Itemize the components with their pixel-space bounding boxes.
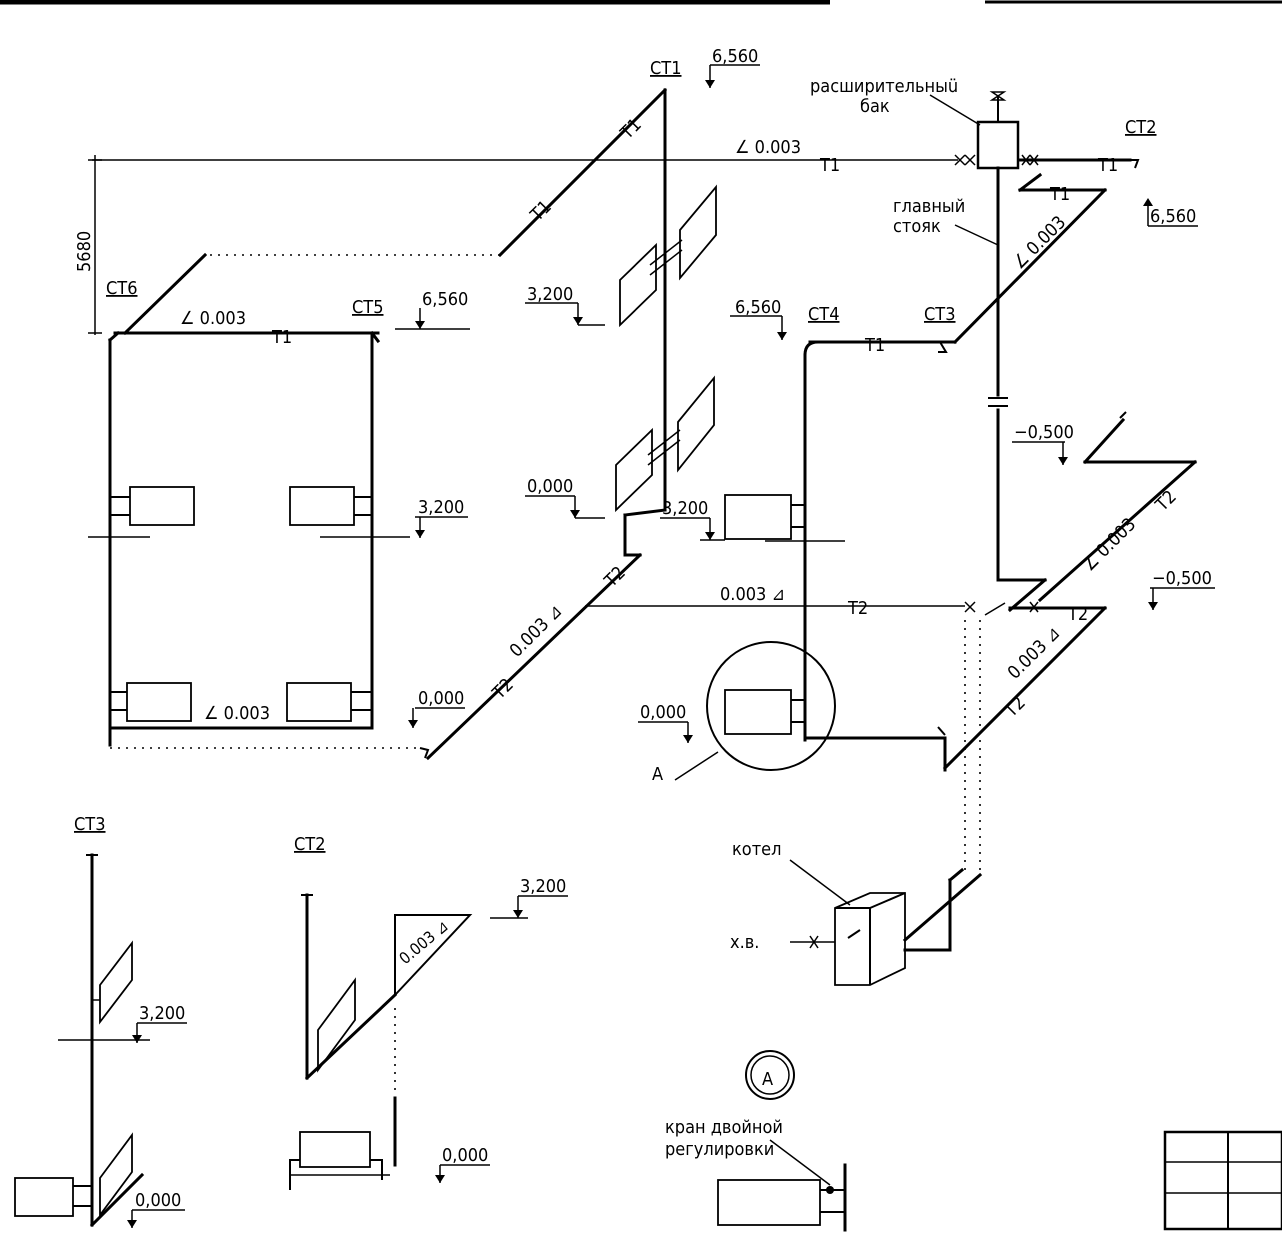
slope-label: ∠ 0.003: [180, 308, 246, 329]
t1-label: Т1: [1049, 184, 1070, 205]
elevation-3200: 3,200: [418, 497, 464, 518]
detail-st2-label: СТ2: [294, 834, 326, 855]
riser-st6-label: СТ6: [106, 278, 138, 299]
detail-st3-label: СТ3: [74, 814, 106, 835]
slope-label: 0.003 ⊿: [1004, 623, 1065, 684]
t1-label: Т1: [819, 155, 840, 176]
elevation-3200: 3,200: [520, 876, 566, 897]
callout-a-label: А: [652, 764, 663, 785]
t2-label: Т2: [488, 674, 518, 704]
riser-st4: [674, 340, 845, 781]
t1-label: Т1: [616, 114, 646, 144]
supply-main-t1: [92, 87, 1140, 353]
elevation-0000: 0,000: [640, 702, 686, 723]
dimension-5680: 5680: [74, 155, 102, 335]
elevation-minus-0500: −0,500: [1014, 422, 1074, 443]
valve-label: кран двойной: [665, 1117, 783, 1138]
t2-label: Т2: [847, 598, 868, 619]
riser-st1: [615, 88, 717, 557]
expansion-tank: [929, 91, 1039, 170]
elevation-6560: 6,560: [422, 289, 468, 310]
t1-label: Т1: [271, 327, 292, 348]
riser-st5-label: СТ5: [352, 297, 384, 318]
expansion-tank-label: расширительныü: [810, 76, 958, 97]
elevation-0000: 0,000: [135, 1190, 181, 1211]
elevation-3200: 3,200: [662, 498, 708, 519]
t1-label: Т1: [864, 335, 885, 356]
elevation-marks: [127, 64, 1215, 1228]
detail-a-marker: А: [762, 1069, 773, 1090]
riser-st3-label: СТ3: [924, 304, 956, 325]
detail-st2: [289, 893, 473, 1190]
elevation-6560: 6,560: [712, 46, 758, 67]
detail-st3: [14, 853, 150, 1228]
slope-label: 0.003 ⊿: [720, 584, 785, 605]
main-riser-label: главный: [893, 196, 965, 217]
boiler-label: котел: [732, 839, 781, 860]
elevation-6560: 6,560: [735, 297, 781, 318]
t1-label: Т1: [1097, 155, 1118, 176]
t2-label: Т2: [1000, 692, 1030, 722]
t2-label: Т2: [1151, 486, 1181, 516]
elevation-3200: 3,200: [139, 1003, 185, 1024]
detail-a: [717, 1050, 847, 1232]
dim-label-5680: 5680: [74, 231, 95, 272]
t1-label: Т1: [526, 196, 556, 226]
elevation-minus-0500: −0,500: [1152, 568, 1212, 589]
t2-label: Т2: [1067, 604, 1088, 625]
slope-label: ∠ 0.003: [204, 703, 270, 724]
slope-label: ∠ 0.003: [735, 137, 801, 158]
riser-st2-label: СТ2: [1125, 117, 1157, 138]
boiler: [789, 859, 983, 986]
cold-water-label: х.в.: [730, 932, 759, 953]
elevation-6560: 6,560: [1150, 206, 1196, 227]
slope-label: ∠ 0.003: [1079, 514, 1141, 576]
expansion-tank-label: бак: [860, 96, 890, 117]
elevation-0000: 0,000: [418, 688, 464, 709]
riser-st4-label: СТ4: [808, 304, 840, 325]
return-main-t2: [425, 411, 1198, 875]
title-block: [1163, 1130, 1282, 1231]
elevation-0000: 0,000: [527, 476, 573, 497]
risers-st6-st5: [88, 330, 430, 759]
main-riser: [954, 166, 1048, 613]
riser-st1-label: СТ1: [650, 58, 682, 79]
main-riser-label: стояк: [893, 216, 941, 237]
elevation-0000: 0,000: [442, 1145, 488, 1166]
slope-label: ∠ 0.003: [1009, 212, 1071, 274]
valve-label: регулировки: [665, 1139, 774, 1160]
elevation-3200: 3,200: [527, 284, 573, 305]
